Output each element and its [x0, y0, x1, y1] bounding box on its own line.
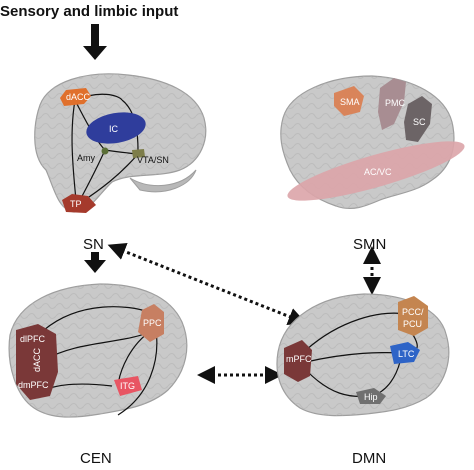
smn-brain: SMA PMC SC AC/VC — [280, 75, 465, 210]
dmn-label-pcc: PCC/ — [402, 307, 424, 317]
cen-region-ppc — [138, 304, 164, 342]
dmn-region-mpfc — [284, 340, 312, 382]
cen-region-itg — [114, 376, 142, 396]
cen-label-ppc: PPC — [143, 318, 162, 328]
smn-label-sma: SMA — [340, 97, 360, 107]
sn-brain: dACC IC Amy VTA/SN TP — [34, 73, 207, 213]
sn-region-tp — [62, 194, 96, 213]
sn-label: SN — [83, 236, 104, 253]
dmn-label: DMN — [352, 450, 386, 467]
cen-label-dmpfc: dmPFC — [18, 380, 49, 390]
sn-label-amy: Amy — [77, 153, 96, 163]
cen-region-dlpfc — [16, 324, 58, 400]
smn-region-acvc — [287, 141, 465, 201]
sn-to-cen-arrow — [84, 252, 106, 273]
sn-region-ic — [86, 112, 146, 144]
dmn-brain: mPFC PCC/ PCU LTC Hip — [276, 293, 450, 417]
smn-label: SMN — [353, 236, 386, 253]
smn-region-pmc — [378, 78, 406, 130]
smn-label-acvc: AC/VC — [364, 167, 392, 177]
sn-region-vta — [132, 149, 145, 158]
sn-label-ic: IC — [109, 124, 119, 134]
sn-region-amy — [101, 147, 109, 155]
smn-region-sc — [404, 96, 432, 142]
cen-label-dacc: dACC — [32, 347, 42, 372]
input-title: Sensory and limbic input — [0, 3, 178, 20]
sn-region-dacc — [60, 88, 91, 106]
cen-brain: dlPFC dACC dmPFC PPC ITG — [8, 283, 188, 418]
cen-label: CEN — [80, 450, 112, 467]
smn-label-sc: SC — [413, 117, 426, 127]
sn-label-vta: VTA/SN — [137, 155, 169, 165]
cen-label-dlpfc: dlPFC — [20, 334, 46, 344]
sn-dmn-dotted-arrow — [107, 242, 307, 326]
input-arrow — [83, 24, 107, 60]
dmn-label-ltc: LTC — [398, 349, 415, 359]
sn-label-tp: TP — [70, 199, 82, 209]
sn-label-dacc: dACC — [66, 92, 91, 102]
dmn-label-mpfc: mPFC — [286, 354, 312, 364]
cen-label-itg: ITG — [120, 381, 135, 391]
smn-region-sma — [334, 86, 364, 116]
dmn-region-ltc — [390, 342, 420, 364]
dmn-label-pcu: PCU — [403, 319, 422, 329]
dmn-label-hip: Hip — [364, 392, 378, 402]
smn-label-pmc: PMC — [385, 98, 406, 108]
dmn-region-pcc — [398, 296, 428, 336]
dmn-region-hip — [356, 388, 386, 404]
